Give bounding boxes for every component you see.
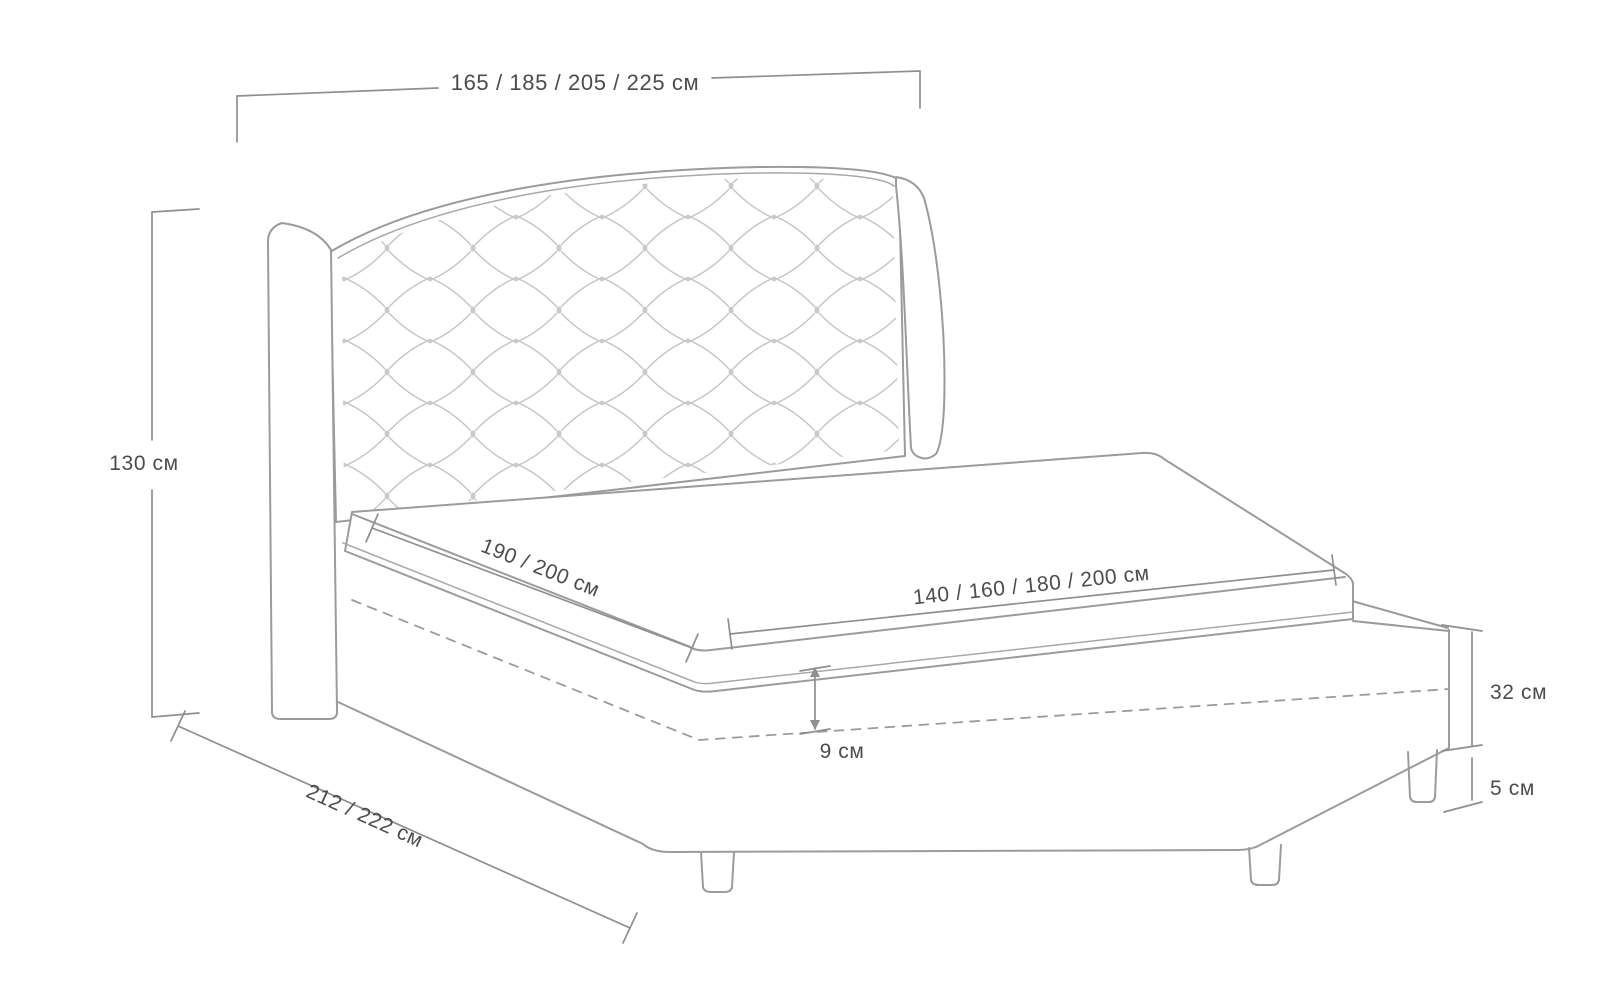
tick (1443, 801, 1483, 813)
bed-leg-right (1407, 749, 1438, 803)
dim-leg-height-label: 5 см (1490, 777, 1535, 800)
tick (799, 728, 831, 735)
tick (685, 633, 699, 663)
dimension-line (711, 70, 921, 79)
base-ledge-back-edge (1351, 600, 1449, 629)
base-ledge-front-edge (1352, 620, 1450, 632)
headboard-tufting (342, 177, 899, 516)
tick (1441, 744, 1483, 752)
tick (170, 710, 186, 742)
dimension-line (729, 569, 1335, 635)
mattress-piping-line (342, 542, 1354, 685)
dim-leg-height: 5 см (1443, 757, 1535, 813)
dim-headboard-width: 165 / 185 / 205 / 225 см (236, 70, 921, 143)
tick (727, 618, 733, 650)
tick (1331, 554, 1337, 586)
dimension-line (177, 725, 631, 929)
dim-platform-depth: 9 см (799, 665, 865, 763)
headboard (266, 165, 946, 720)
bed-illustration (266, 165, 1450, 893)
dim-platform-depth-label: 9 см (820, 740, 865, 763)
dim-overall-length-label: 212 / 222 см (303, 780, 427, 852)
tick (622, 912, 638, 944)
tick (365, 513, 379, 543)
base-dashed-line (351, 599, 1450, 741)
dimension-line (371, 527, 693, 649)
dim-base-height-label: 32 см (1490, 681, 1547, 704)
bed-leg-front-right (1248, 844, 1282, 886)
tick (151, 712, 200, 718)
bed-leg-front-left (700, 851, 735, 893)
dim-overall-height-label: 130 см (109, 452, 178, 475)
dim-overall-height: 130 см (109, 208, 200, 718)
tick (151, 208, 200, 213)
base-body (338, 548, 1449, 852)
dimension-line (236, 87, 439, 97)
bed-base (337, 548, 1450, 893)
tick (1441, 624, 1483, 632)
dim-base-height: 32 см (1441, 624, 1547, 752)
base-outline (337, 629, 1450, 853)
headboard-inner-arch-line (337, 172, 895, 259)
dim-headboard-width-label: 165 / 185 / 205 / 225 см (451, 70, 699, 95)
mattress-body (344, 451, 1355, 693)
headboard-right-wing (895, 176, 946, 460)
arrow-down (810, 720, 820, 730)
headboard-left-wing (266, 222, 338, 720)
arrow-up (810, 667, 820, 677)
